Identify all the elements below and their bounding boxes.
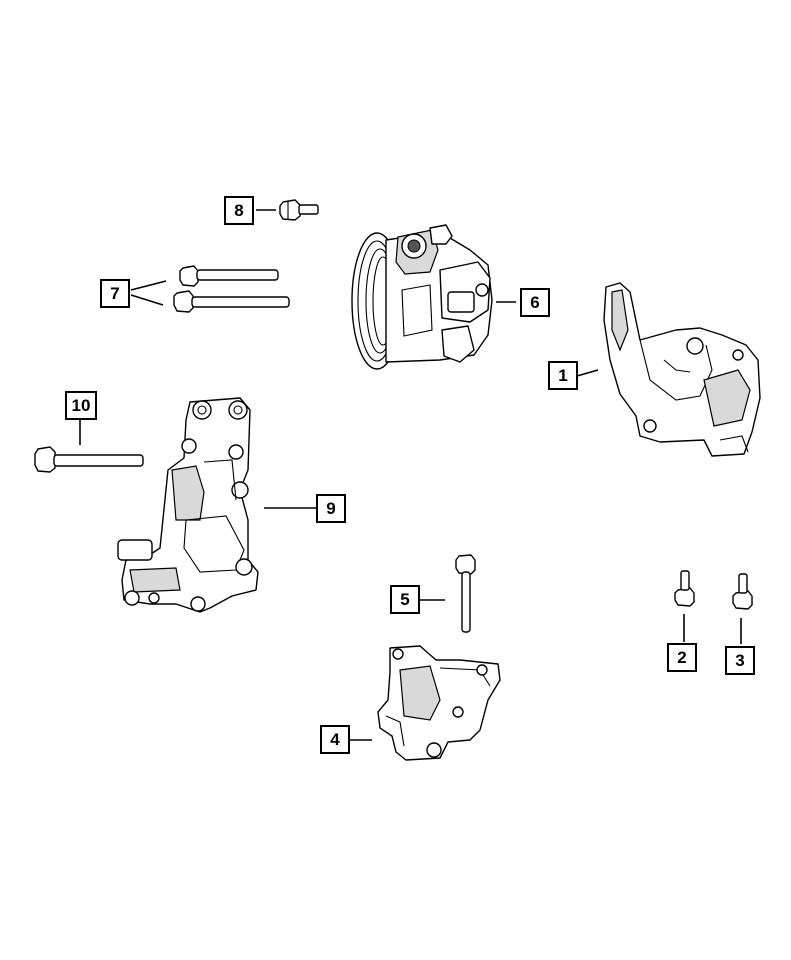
callout-6: 6 [520, 288, 550, 317]
leader-line-7a [130, 280, 167, 291]
callout-5-label: 5 [400, 589, 410, 609]
callout-1-label: 1 [558, 365, 568, 385]
callout-4-label: 4 [330, 729, 340, 749]
bolt-part-8 [279, 199, 319, 221]
bolt-part-3 [732, 573, 753, 610]
leader-line-1 [576, 369, 599, 377]
callout-2-label: 2 [677, 647, 687, 667]
callout-3: 3 [725, 646, 755, 675]
bolt-part-5 [455, 554, 476, 633]
bolt-part-2 [674, 570, 695, 607]
callout-8: 8 [224, 196, 254, 225]
bracket-part-4 [377, 645, 501, 761]
callout-9-label: 9 [326, 498, 336, 518]
pump-part-6 [351, 224, 493, 370]
bolt-part-7b [173, 290, 290, 313]
callout-7-label: 7 [110, 283, 120, 303]
callout-3-label: 3 [735, 650, 745, 670]
callout-4: 4 [320, 725, 350, 754]
callout-8-label: 8 [234, 200, 244, 220]
bracket-part-1 [603, 282, 761, 457]
callout-10: 10 [65, 391, 97, 420]
bracket-part-9 [117, 397, 259, 613]
callout-7: 7 [100, 279, 130, 308]
callout-5: 5 [390, 585, 420, 614]
callout-9: 9 [316, 494, 346, 523]
callout-2: 2 [667, 643, 697, 672]
callout-1: 1 [548, 361, 578, 390]
callout-10-label: 10 [71, 395, 91, 415]
callout-6-label: 6 [530, 292, 540, 312]
leader-line-7b [130, 294, 164, 306]
bolt-part-7a [179, 265, 279, 287]
bolt-part-10 [34, 446, 144, 473]
